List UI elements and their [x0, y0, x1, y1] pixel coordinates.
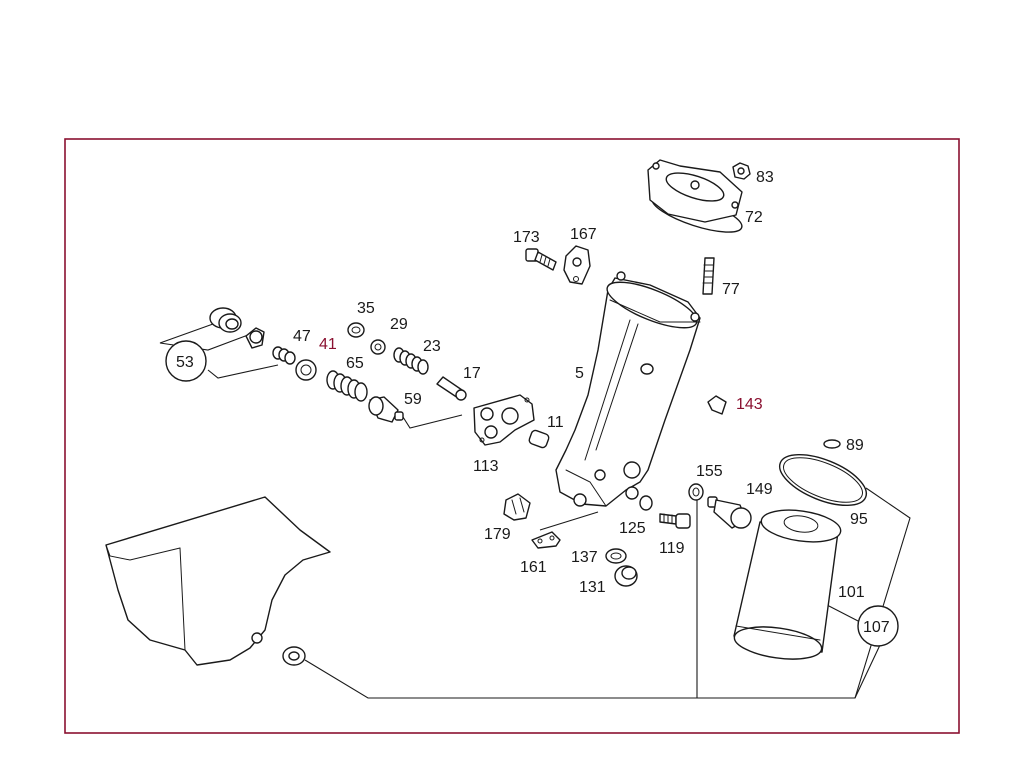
- label-161: 161: [520, 559, 547, 576]
- spring-23: [393, 347, 429, 375]
- drain-seal: [282, 646, 306, 666]
- label-167: 167: [570, 226, 597, 243]
- washer-137: [605, 548, 627, 564]
- spring-47: [272, 346, 296, 365]
- callout-circle-107: [857, 605, 899, 647]
- label-107: 107: [863, 619, 890, 636]
- sleeve-11: [528, 429, 550, 449]
- washer-125: [639, 495, 653, 511]
- label-101: 101: [838, 584, 865, 601]
- clip-143: [707, 395, 727, 415]
- label-155: 155: [696, 463, 723, 480]
- pin-17: [436, 376, 467, 401]
- label-119: 119: [659, 540, 685, 557]
- label-83: 83: [756, 169, 774, 186]
- filter-cover: [647, 159, 743, 233]
- label-17: 17: [463, 365, 481, 382]
- label-179: 179: [484, 526, 511, 543]
- label-149: 149: [746, 481, 773, 498]
- part-labels: 83 72 173 167 77 35 29 47 41 23 53 65 17…: [176, 169, 890, 636]
- nut-83: [732, 162, 751, 180]
- label-41: 41: [319, 336, 337, 353]
- stud-77: [702, 257, 715, 295]
- bolt-173: [525, 248, 557, 271]
- callout-circle-53: [165, 340, 207, 382]
- switch-149: [707, 496, 752, 529]
- label-95: 95: [850, 511, 868, 528]
- leader-lines: [159, 323, 911, 699]
- oil-pan: [105, 496, 331, 666]
- piston-59: [368, 396, 404, 423]
- filter-element: [733, 509, 842, 660]
- plug-53-top: [209, 307, 242, 333]
- label-89: 89: [846, 437, 864, 454]
- label-72: 72: [745, 209, 763, 226]
- label-29: 29: [390, 316, 408, 333]
- label-131: 131: [579, 579, 606, 596]
- oring-89: [823, 439, 841, 449]
- diagram-frame: [64, 138, 960, 734]
- label-77: 77: [722, 281, 740, 298]
- label-23: 23: [423, 338, 441, 355]
- spring-65: [326, 370, 368, 402]
- bracket-167: [563, 245, 591, 285]
- label-59: 59: [404, 391, 422, 408]
- disc-41: [295, 359, 317, 381]
- bolt-119: [659, 513, 691, 529]
- washer-155: [688, 483, 704, 501]
- bracket-161: [531, 531, 561, 549]
- label-47: 47: [293, 328, 311, 345]
- label-11: 11: [547, 414, 564, 431]
- filter-housing: [555, 271, 701, 507]
- label-35: 35: [357, 300, 375, 317]
- cap-29: [370, 339, 386, 355]
- label-137: 137: [571, 549, 598, 566]
- gasket-113: [473, 394, 535, 446]
- seal-ring-95: [778, 453, 868, 507]
- label-5: 5: [575, 365, 584, 382]
- label-53: 53: [176, 354, 194, 371]
- label-113: 113: [473, 458, 499, 475]
- ring-35: [347, 322, 365, 338]
- label-173: 173: [513, 229, 540, 246]
- label-65: 65: [346, 355, 364, 372]
- label-143: 143: [736, 396, 763, 413]
- clip-179: [503, 493, 531, 521]
- plug-131: [614, 565, 638, 587]
- label-125: 125: [619, 520, 646, 537]
- plug-53-bottom: [245, 327, 265, 349]
